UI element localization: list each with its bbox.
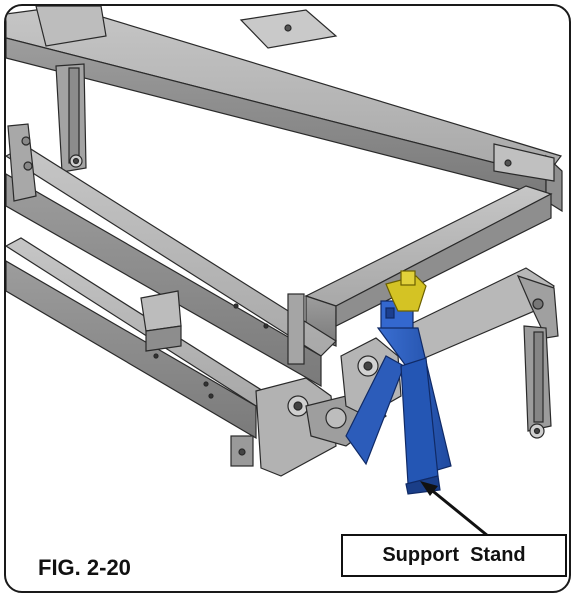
callout-arrow — [420, 481, 489, 538]
figure-number: FIG. 2-20 — [38, 555, 131, 580]
figure-frame — [4, 4, 571, 593]
support-stand — [345, 300, 452, 495]
mower-frame-illustration — [6, 6, 563, 538]
jack-saddle — [385, 270, 427, 312]
cross-stub — [140, 290, 182, 352]
right-front-leg — [385, 267, 559, 439]
left-hitch-plates — [7, 123, 37, 202]
support-stand-label: Support Stand — [341, 534, 567, 577]
top-left-bracket — [35, 6, 107, 47]
left-rear-leg — [55, 63, 87, 173]
vertical-post — [287, 293, 305, 365]
rear-cross-beam — [6, 6, 562, 197]
